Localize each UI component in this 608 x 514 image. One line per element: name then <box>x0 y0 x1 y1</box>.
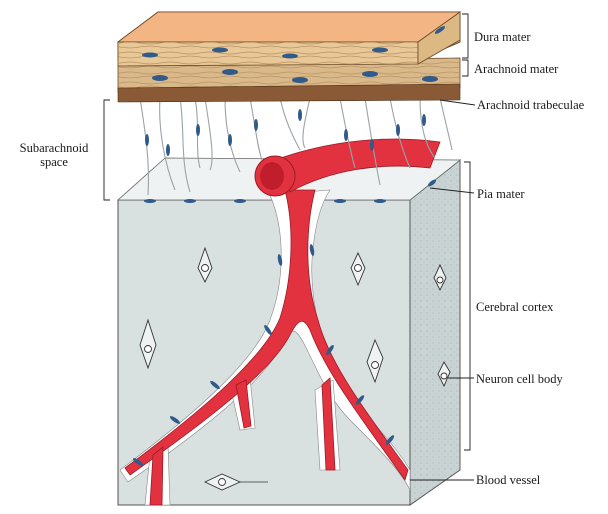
label-blood-vessel: Blood vessel <box>476 473 540 487</box>
label-pia-mater: Pia mater <box>477 187 525 201</box>
label-subarachnoid-space: Subarachnoid space <box>8 141 100 169</box>
label-neuron-cell-body: Neuron cell body <box>476 372 563 386</box>
label-subarachnoid-line1: Subarachnoid <box>8 141 100 155</box>
label-subarachnoid-line2: space <box>8 155 100 169</box>
label-cerebral-cortex: Cerebral cortex <box>476 300 553 314</box>
label-arachnoid-trabeculae: Arachnoid trabeculae <box>477 98 584 112</box>
dura-mater-layer <box>118 12 460 66</box>
label-dura-mater: Dura mater <box>474 30 531 44</box>
label-arachnoid-mater: Arachnoid mater <box>474 62 558 76</box>
